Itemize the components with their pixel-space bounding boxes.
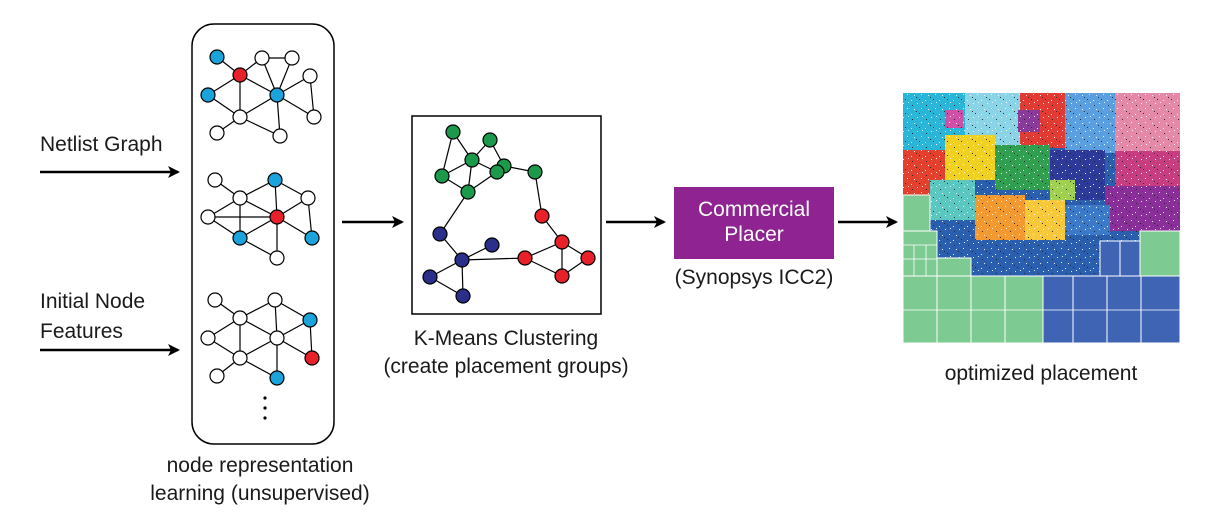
representation-caption-line2: learning (unsupervised) [150,482,370,505]
graph-example-2 [200,172,320,266]
placement-layout-image [902,93,1181,344]
netlist-graph-label: Netlist Graph [40,133,163,156]
more-graphs-ellipsis [263,396,267,420]
placer-label-line2: Placer [724,223,784,246]
initial-node-features-label-line2: Features [40,320,123,343]
representation-caption-line1: node representation [166,454,354,477]
graph-example-3 [200,292,320,386]
optimized-placement-caption: optimized placement [944,362,1138,385]
clustered-graph [422,124,596,304]
initial-node-features-label-line1: Initial Node [40,290,146,313]
clustering-panel [411,115,602,315]
representation-panel [191,23,335,445]
clustering-caption-line2: (create placement groups) [383,355,629,378]
clustering-caption-line1: K-Means Clustering [413,327,599,350]
commercial-placer-box: Commercial Placer [674,187,834,259]
graph-example-1 [200,49,322,144]
placer-label-line1: Commercial [697,198,810,221]
placer-tool-label: (Synopsys ICC2) [674,266,834,289]
